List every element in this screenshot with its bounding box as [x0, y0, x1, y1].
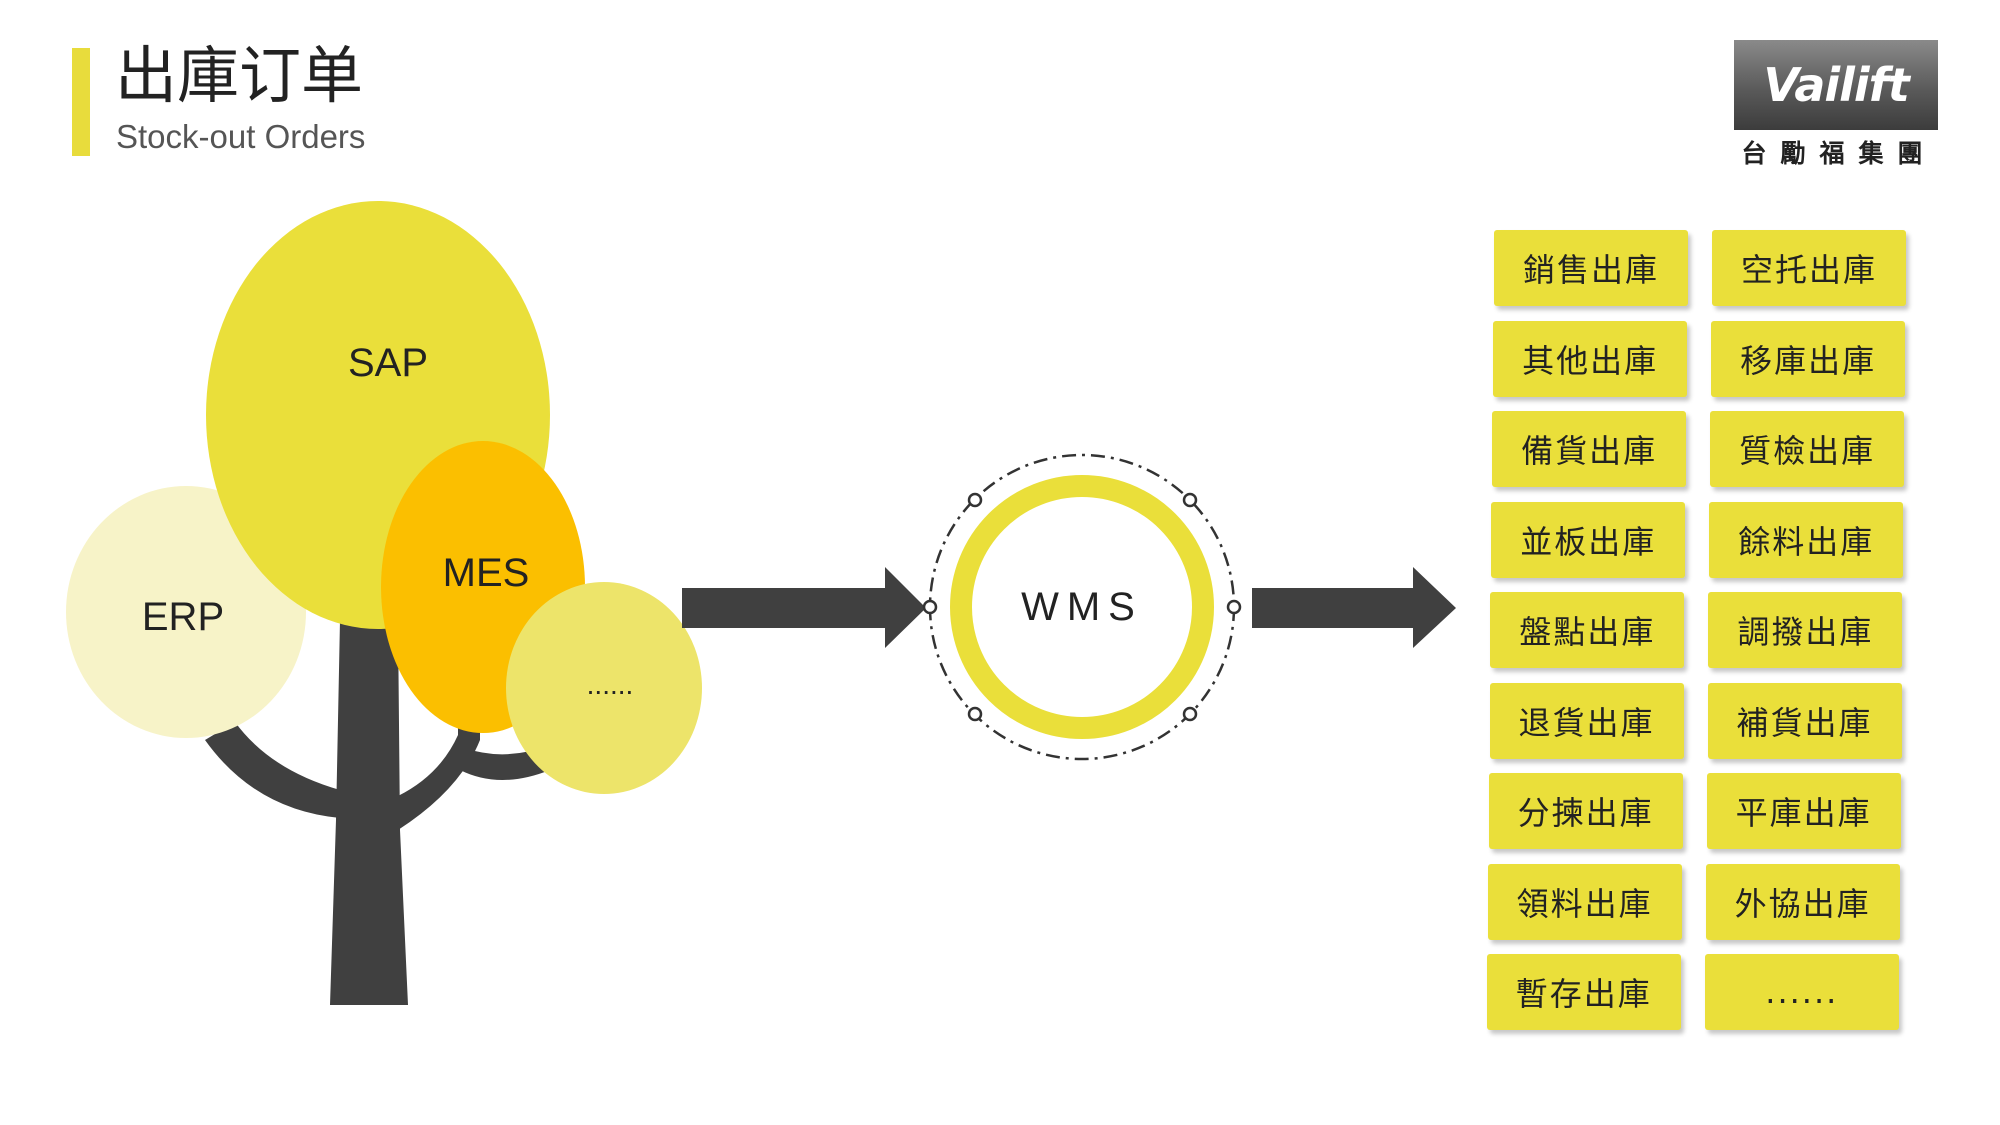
erp-label: ERP — [142, 595, 224, 639]
order-type-tile: 其他出庫 — [1493, 320, 1688, 397]
arrow-into-wms — [682, 567, 926, 648]
logo-chinese-name: 台勵福集團 — [1741, 139, 1937, 168]
sap-label: SAP — [348, 341, 428, 385]
order-type-tile: 暫存出庫 — [1486, 954, 1681, 1030]
order-type-tile: 退貨出庫 — [1489, 682, 1684, 759]
orbit-node — [922, 599, 938, 615]
orbit-node — [1226, 599, 1242, 615]
arrow-to-orders — [1252, 567, 1456, 648]
wms-label: WMS — [1021, 585, 1143, 629]
wms-hub: WMS — [922, 453, 1242, 761]
more-systems-leaf — [506, 582, 702, 794]
logo-wordmark: Vailift — [1763, 58, 1909, 112]
orbit-node — [1182, 492, 1198, 508]
order-type-tile: 調撥出庫 — [1708, 592, 1903, 668]
order-type-tile: 移庫出庫 — [1711, 320, 1906, 397]
orbit-node — [967, 492, 983, 508]
company-logo: Vailift 台勵福集團 — [1734, 40, 1944, 168]
order-type-tile: 質檢出庫 — [1710, 411, 1905, 487]
order-type-tile: 銷售出庫 — [1494, 230, 1688, 306]
page-subtitle: Stock-out Orders — [116, 118, 366, 155]
mes-label: MES — [443, 551, 530, 595]
order-type-tile: 補貨出庫 — [1707, 682, 1902, 759]
more-systems-label: ...... — [587, 669, 634, 700]
order-type-tile: 分揀出庫 — [1488, 773, 1683, 849]
tree-branch-left — [205, 722, 340, 818]
orbit-node — [1182, 706, 1198, 722]
order-type-tile: 盤點出庫 — [1490, 592, 1685, 668]
order-type-tile: 領料出庫 — [1487, 863, 1682, 940]
title-accent-bar — [72, 48, 90, 156]
orbit-node — [967, 706, 983, 722]
order-type-tile: 外協出庫 — [1705, 863, 1900, 940]
logo-badge — [1734, 40, 1938, 130]
order-type-tile: 平庫出庫 — [1706, 773, 1901, 849]
order-type-tile: ...... — [1704, 954, 1899, 1030]
order-type-tile: 備貨出庫 — [1492, 411, 1687, 487]
order-type-tile: 空托出庫 — [1712, 230, 1906, 306]
order-type-tile: 並板出庫 — [1491, 501, 1686, 578]
page-title: 出庫订单 — [115, 39, 364, 112]
wms-ring — [950, 475, 1214, 739]
order-type-tile: 餘料出庫 — [1709, 501, 1904, 578]
